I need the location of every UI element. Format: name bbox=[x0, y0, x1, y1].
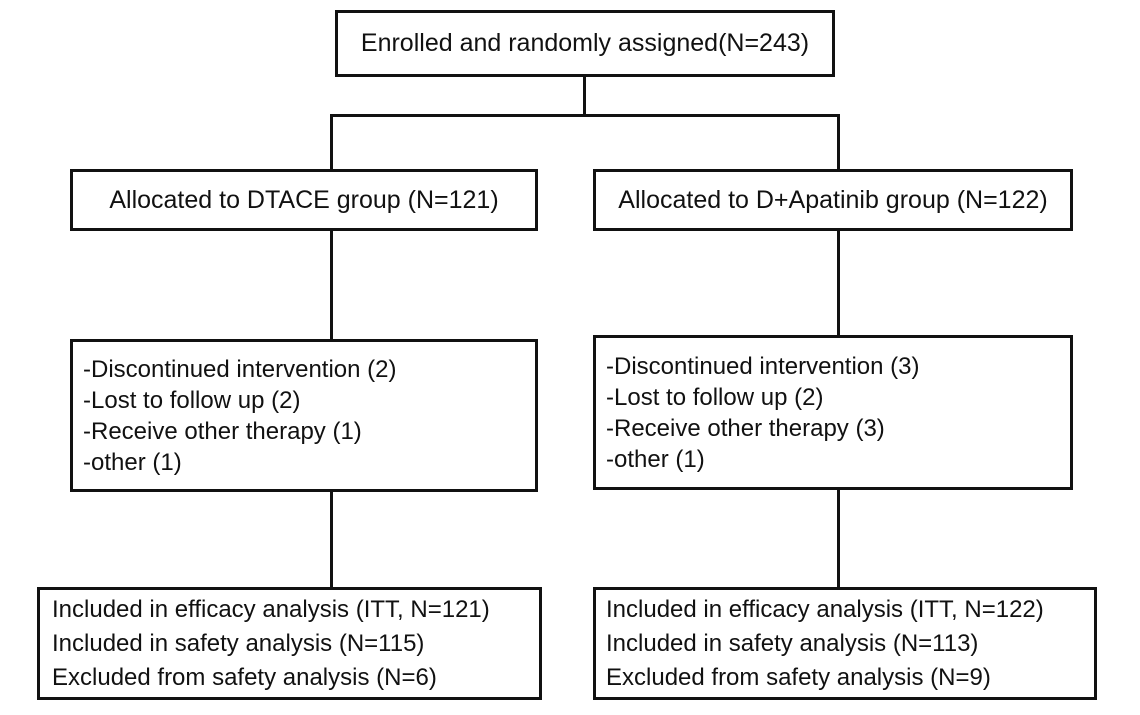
connector-right-dropouts-to-analysis bbox=[837, 488, 840, 588]
allocation-label-d-apatinib: Allocated to D+Apatinib group (N=122) bbox=[618, 185, 1048, 214]
connector-enroll-down bbox=[583, 76, 586, 116]
analysis-item: Included in efficacy analysis (ITT, N=12… bbox=[606, 595, 1044, 623]
analysis-item: Excluded from safety analysis (N=6) bbox=[52, 663, 437, 691]
analysis-item: Included in efficacy analysis (ITT, N=12… bbox=[52, 595, 490, 623]
connector-horizontal-split bbox=[330, 114, 840, 117]
allocation-box-dtace: Allocated to DTACE group (N=121) bbox=[70, 169, 538, 231]
connector-right-to-allocation bbox=[837, 114, 840, 170]
dropout-item: -Lost to follow up (2) bbox=[606, 383, 824, 411]
analysis-item: Included in safety analysis (N=113) bbox=[606, 629, 979, 657]
analysis-item: Included in safety analysis (N=115) bbox=[52, 629, 425, 657]
connector-left-dropouts-to-analysis bbox=[330, 490, 333, 588]
dropouts-box-dtace: -Discontinued intervention (2) -Lost to … bbox=[70, 339, 538, 492]
dropout-item: -Receive other therapy (3) bbox=[606, 414, 885, 442]
dropouts-box-d-apatinib: -Discontinued intervention (3) -Lost to … bbox=[593, 335, 1073, 490]
enrollment-box: Enrolled and randomly assigned(N=243) bbox=[335, 10, 835, 77]
allocation-label-dtace: Allocated to DTACE group (N=121) bbox=[109, 185, 499, 214]
connector-right-allocation-to-dropouts bbox=[837, 229, 840, 336]
connector-left-to-allocation bbox=[330, 114, 333, 170]
analysis-item: Excluded from safety analysis (N=9) bbox=[606, 663, 991, 691]
analysis-box-dtace: Included in efficacy analysis (ITT, N=12… bbox=[37, 587, 542, 700]
dropout-item: -other (1) bbox=[606, 445, 705, 473]
dropout-item: -Receive other therapy (1) bbox=[83, 417, 362, 445]
enrollment-label: Enrolled and randomly assigned(N=243) bbox=[360, 29, 810, 57]
dropout-item: -Discontinued intervention (3) bbox=[606, 352, 920, 380]
dropout-item: -other (1) bbox=[83, 448, 182, 476]
analysis-box-d-apatinib: Included in efficacy analysis (ITT, N=12… bbox=[593, 587, 1097, 700]
allocation-box-d-apatinib: Allocated to D+Apatinib group (N=122) bbox=[593, 169, 1073, 231]
connector-left-allocation-to-dropouts bbox=[330, 229, 333, 340]
dropout-item: -Discontinued intervention (2) bbox=[83, 355, 397, 383]
dropout-item: -Lost to follow up (2) bbox=[83, 386, 301, 414]
